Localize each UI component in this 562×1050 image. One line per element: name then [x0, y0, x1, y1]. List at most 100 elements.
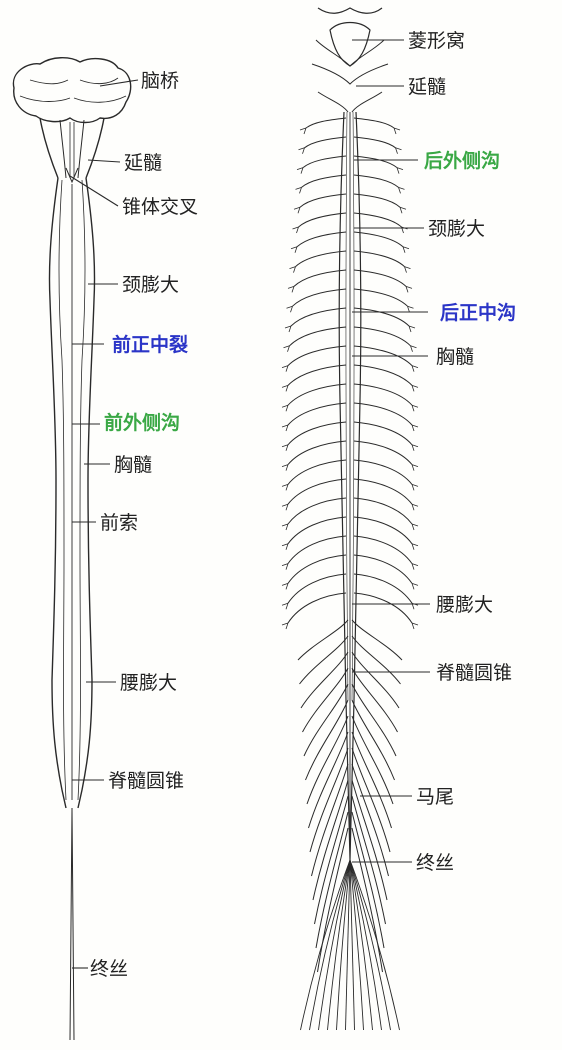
nerve-root — [300, 651, 349, 709]
nerve-root — [305, 117, 347, 129]
nerve-root — [281, 365, 289, 372]
nerve-root — [411, 464, 419, 471]
label-conus-medullaris-right: 脊髓圆锥 — [436, 662, 513, 684]
spinal-cord-outline-right — [338, 111, 362, 861]
nerve-root — [345, 859, 351, 1031]
nerve-root — [349, 859, 355, 1031]
nerve-root — [309, 859, 351, 1031]
nerve-root — [349, 859, 400, 1031]
nerve-root — [281, 503, 289, 511]
nerve-root — [315, 811, 349, 949]
nerve-root — [287, 345, 347, 366]
nerve-root — [405, 286, 413, 293]
nerve-root — [353, 573, 413, 604]
label-filum-terminale-left: 终丝 — [90, 958, 129, 980]
nerve-root — [287, 535, 347, 564]
nerve-root — [353, 212, 402, 228]
nerve-root — [402, 246, 410, 253]
nerve-root — [289, 266, 296, 273]
nerve-root — [281, 583, 289, 590]
nerve-root — [292, 226, 299, 234]
nerve-root — [351, 795, 386, 925]
nerve-root — [396, 167, 404, 174]
nerve-root — [411, 385, 419, 392]
nerve-root — [296, 231, 347, 248]
nerve-root — [411, 503, 419, 511]
nerve-root — [302, 155, 347, 168]
nerve-root — [407, 305, 414, 313]
nerve-root — [292, 288, 347, 307]
nerve-root — [351, 667, 398, 733]
nerve-root — [327, 859, 351, 1031]
label-anterior-funiculus: 前索 — [100, 512, 139, 534]
nerve-root — [353, 117, 395, 129]
nerve-root — [411, 424, 419, 432]
nerve-root — [287, 421, 347, 446]
nerve-root — [353, 174, 399, 188]
nerve-root — [351, 651, 400, 709]
nerve-root — [411, 484, 419, 491]
nerve-root — [411, 563, 419, 570]
nerve-root — [281, 523, 289, 531]
nerve-root — [304, 136, 347, 149]
nerve-root — [353, 402, 413, 426]
nerve-root — [336, 859, 351, 1031]
nerve-root — [287, 592, 347, 624]
nerve-root — [351, 779, 388, 901]
nerve-root — [287, 440, 347, 465]
nerve-root — [351, 811, 385, 949]
label-pyramidal-decussation: 锥体交叉 — [122, 196, 199, 218]
label-lumbar-enlargement-right: 腰膨大 — [436, 594, 494, 616]
nerve-root — [306, 715, 349, 805]
nerve-root — [353, 136, 396, 149]
nerve-root — [287, 554, 347, 584]
label-thoracic-cord-right: 胸髓 — [436, 346, 475, 368]
nerve-root — [281, 424, 289, 432]
nerve-root — [349, 859, 391, 1031]
nerve-root — [281, 444, 289, 451]
label-thoracic-cord-left: 胸髓 — [114, 454, 153, 476]
nerve-root — [411, 404, 419, 412]
nerve-root — [353, 288, 408, 307]
label-posterior-median-sulcus: 后正中沟 — [440, 302, 517, 324]
nerve-root — [411, 365, 419, 372]
nerve-root — [395, 147, 402, 154]
nerve-root — [410, 345, 417, 352]
nerve-root — [287, 402, 347, 426]
nerve-root — [299, 127, 307, 135]
right-posterior-view — [311, 7, 389, 861]
nerve-root — [289, 326, 347, 347]
nerve-root — [287, 286, 295, 293]
nerve-root — [351, 699, 395, 781]
nerve-root — [303, 683, 349, 757]
medulla-shape — [39, 117, 105, 179]
nerve-root — [290, 307, 347, 327]
label-pons: 脑桥 — [141, 70, 180, 92]
label-posterolateral-sulcus: 后外侧沟 — [424, 150, 501, 172]
nerve-root — [351, 683, 397, 757]
nerve-root — [353, 307, 410, 327]
nerve-root — [408, 325, 416, 333]
nerve-root — [281, 563, 289, 570]
nerve-root — [305, 699, 349, 781]
nerve-root — [287, 478, 347, 505]
label-rhomboid-fossa: 菱形窝 — [408, 30, 466, 52]
nerve-root — [286, 305, 293, 313]
label-anterolateral-sulcus: 前外侧沟 — [104, 412, 181, 434]
nerve-root — [317, 827, 349, 973]
nerve-root — [411, 543, 419, 550]
nerve-root — [287, 364, 347, 386]
nerve-root — [411, 622, 419, 630]
label-cervical-enlargement-right: 颈膨大 — [428, 218, 486, 240]
nerve-root — [353, 231, 404, 248]
nerve-root — [351, 619, 403, 661]
nerve-root — [353, 345, 413, 366]
nerve-root — [353, 383, 413, 406]
label-lumbar-enlargement-left: 腰膨大 — [120, 672, 178, 694]
nerve-root — [290, 246, 298, 253]
nerve-root — [353, 497, 413, 525]
nerve-root — [353, 516, 413, 545]
nerve-root — [353, 364, 413, 386]
nerve-root — [298, 212, 347, 228]
nerve-root — [283, 345, 290, 352]
